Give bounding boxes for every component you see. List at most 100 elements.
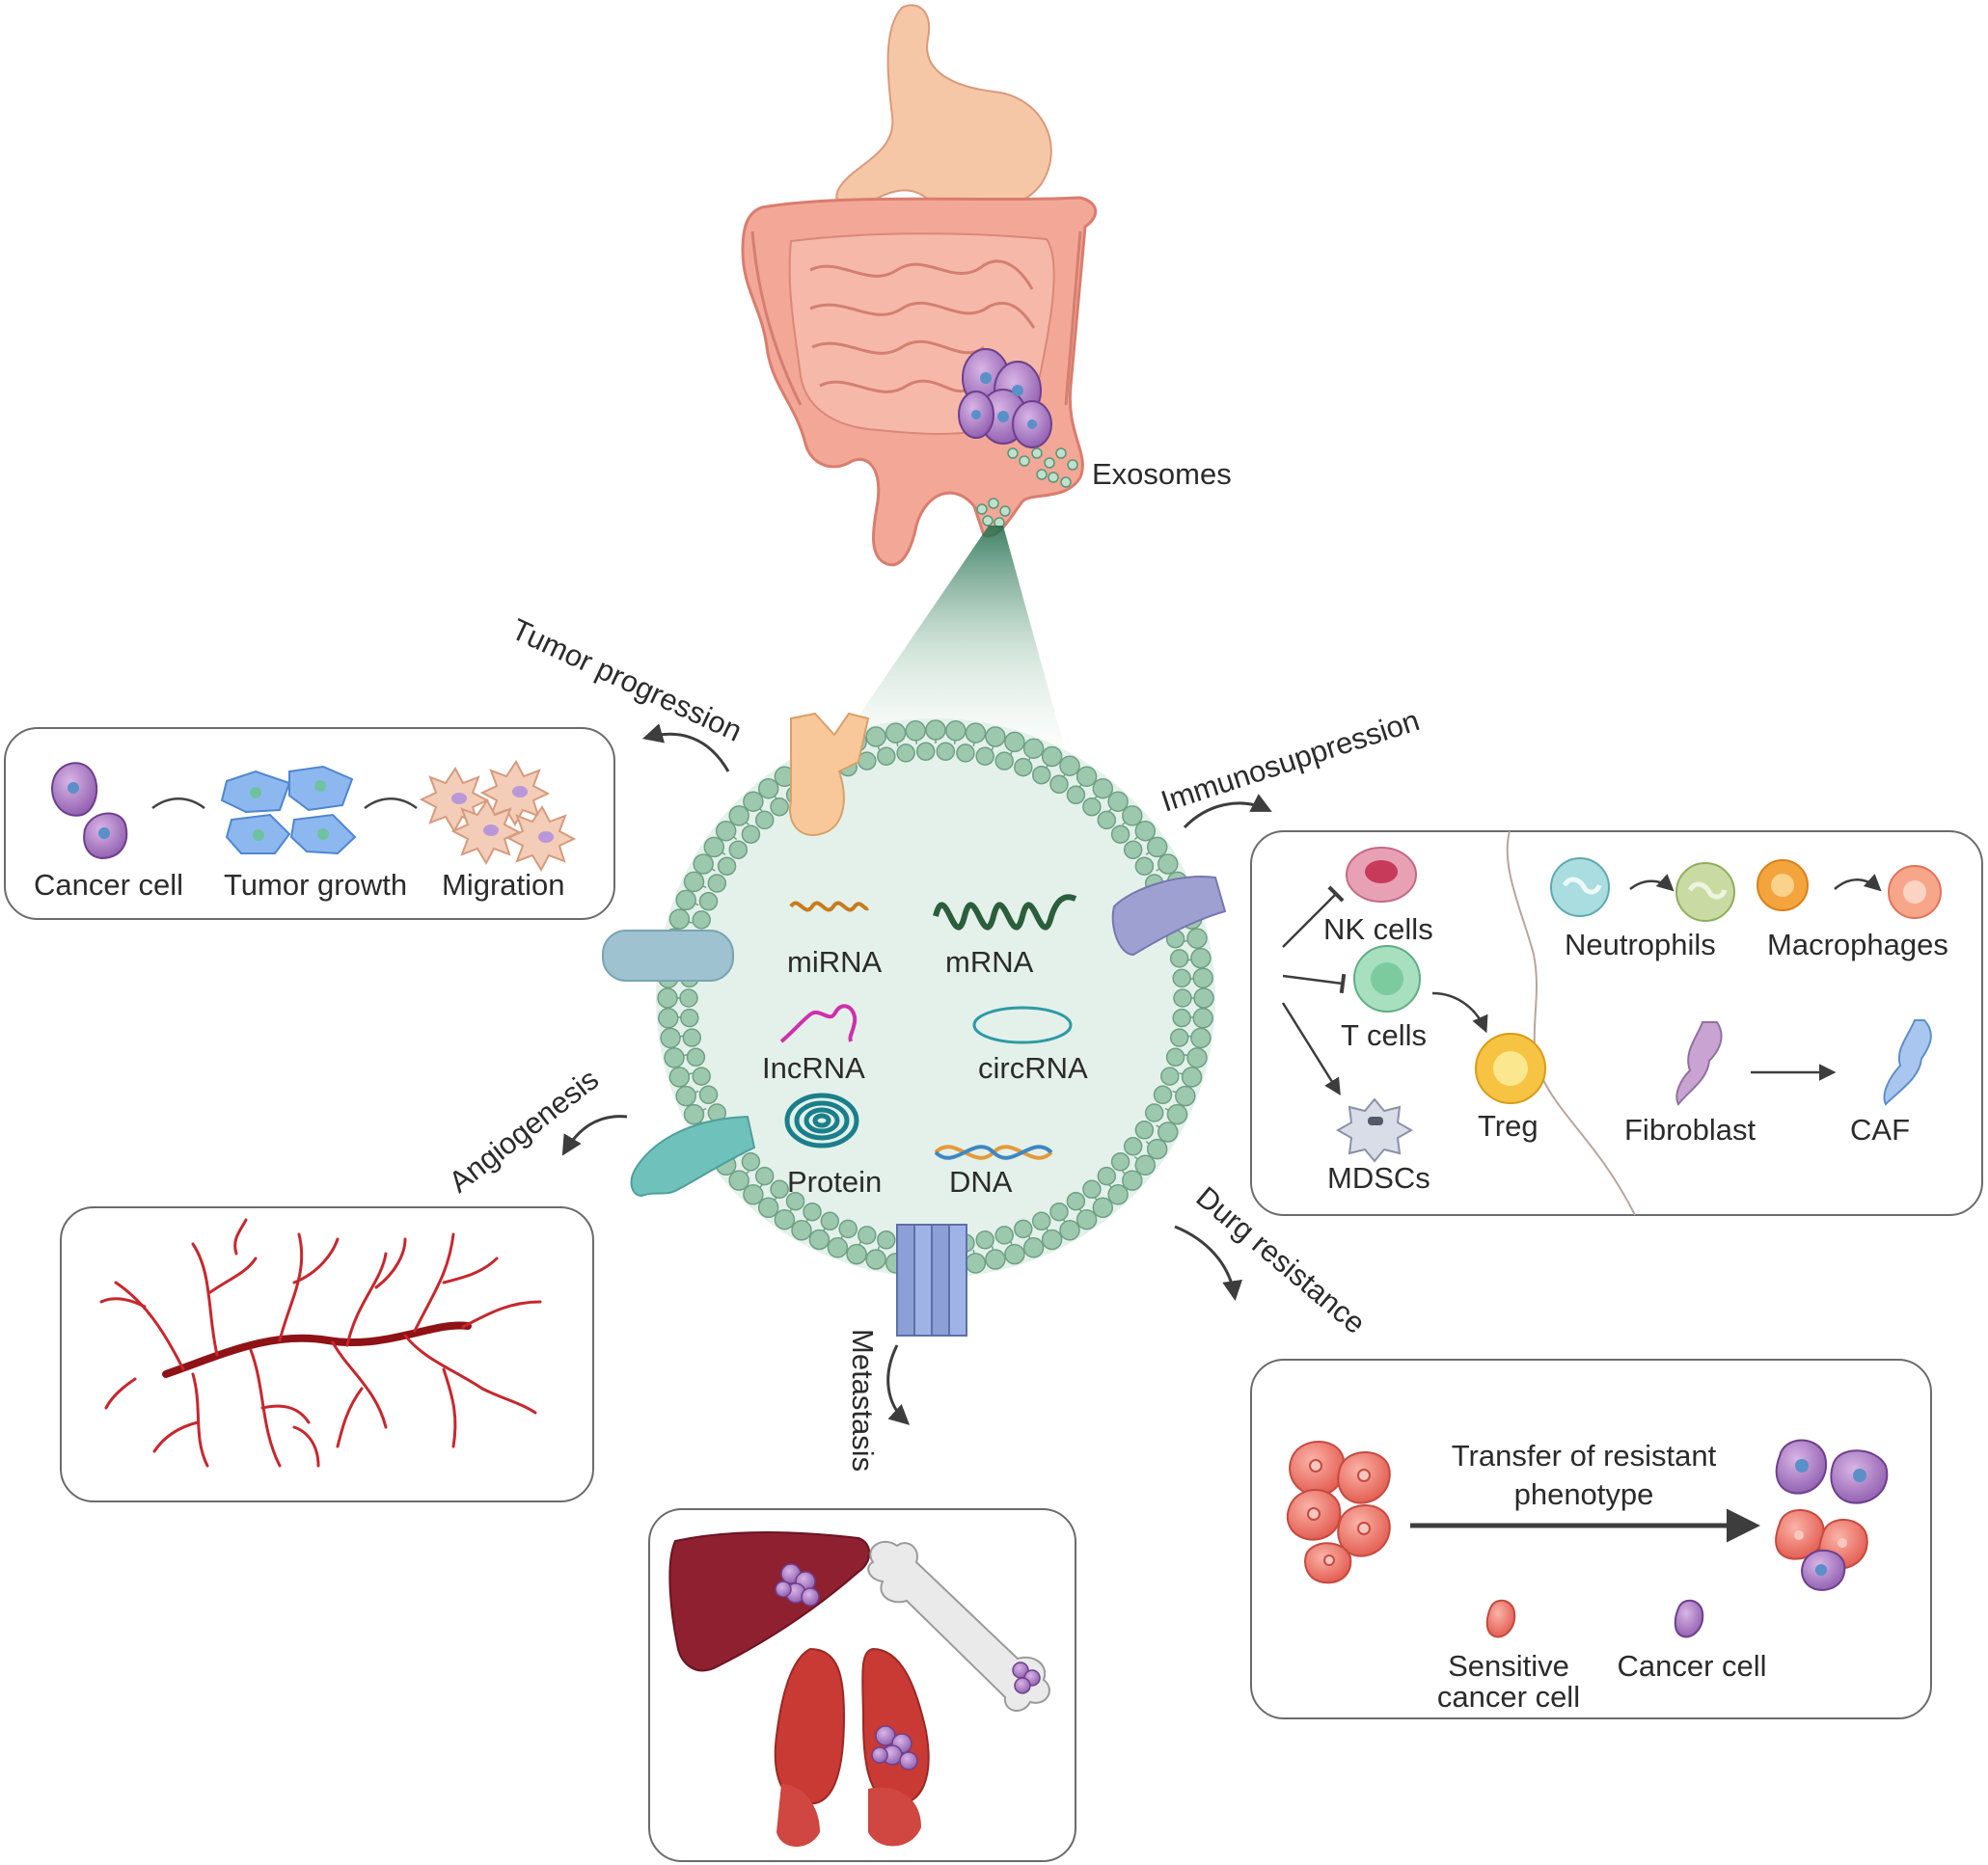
- lipid-head: [682, 1028, 702, 1047]
- lipid-head: [936, 742, 956, 761]
- lipid-head: [1172, 968, 1191, 988]
- transmembrane-channel: [896, 1224, 967, 1337]
- lipid-tail: [1179, 1072, 1184, 1075]
- cargo-circrna-label: circRNA: [978, 1051, 1088, 1085]
- lipid-tail: [683, 1053, 688, 1057]
- lipid-head: [1097, 810, 1117, 830]
- lipid-head: [975, 746, 994, 766]
- migration-label: Migration: [442, 868, 565, 902]
- lipid-head: [728, 1170, 749, 1191]
- lipid-head: [1122, 1170, 1143, 1191]
- resistance-cancer-cell-label: Cancer cell: [1617, 1649, 1766, 1683]
- lipid-head: [680, 1008, 699, 1028]
- membrane-protein-right: [1111, 876, 1227, 957]
- lipid-head: [956, 743, 975, 763]
- lipid-head: [757, 1197, 779, 1219]
- lipid-head: [679, 988, 698, 1008]
- lipid-head: [896, 743, 915, 763]
- lipid-head: [1190, 1027, 1212, 1049]
- lipid-tail: [774, 796, 777, 800]
- lipid-tail: [1108, 807, 1112, 813]
- lipid-head: [877, 1230, 896, 1250]
- lipid-head: [1031, 1211, 1051, 1231]
- circrna-icon: [972, 1006, 1073, 1044]
- macrophage-icon: [1757, 859, 1809, 911]
- transfer-line1-label: Transfer of resistant: [1452, 1439, 1717, 1473]
- lipid-head: [1022, 738, 1045, 759]
- lipid-head: [675, 1085, 696, 1107]
- lipid-tail: [1062, 773, 1066, 778]
- lipid-head: [774, 1208, 796, 1230]
- lipid-tail: [877, 1246, 881, 1251]
- metastasis-tumors: [775, 1563, 1041, 1770]
- cancer-cell-legend-icon: [1674, 1599, 1704, 1638]
- mdsc-icon: [1335, 1097, 1414, 1163]
- lipid-tail: [1164, 1107, 1169, 1111]
- lipid-head: [675, 889, 696, 911]
- lipid-head: [1004, 1243, 1025, 1265]
- lipid-head: [754, 1166, 775, 1186]
- mirna-icon: [789, 901, 869, 912]
- lipid-head: [1123, 1137, 1143, 1156]
- cargo-mirna-label: miRNA: [787, 945, 882, 979]
- lipid-head: [1082, 797, 1102, 817]
- lipid-head: [915, 742, 936, 761]
- lipid-head: [686, 1047, 706, 1068]
- lipid-head: [1181, 1067, 1203, 1088]
- t-cells-label: T cells: [1341, 1018, 1427, 1052]
- macrophages-label: Macrophages: [1767, 928, 1948, 961]
- lipid-head: [1076, 1208, 1098, 1230]
- t-cell-icon: [1353, 945, 1421, 1013]
- activated-macrophage-icon: [1888, 865, 1942, 919]
- lipid-head: [1175, 1085, 1196, 1107]
- treg-label: Treg: [1478, 1109, 1539, 1143]
- protein-icon: [784, 1093, 859, 1149]
- lipid-head: [1192, 967, 1213, 988]
- lipid-head: [692, 910, 711, 930]
- lipid-head: [1110, 1152, 1130, 1172]
- lipid-head: [1092, 1197, 1114, 1219]
- lipid-head: [1146, 836, 1168, 858]
- panel-divider: [1506, 830, 1636, 1216]
- lipid-head: [715, 820, 737, 842]
- sensitive-line2-label: cancer cell: [1437, 1680, 1580, 1714]
- lipid-head: [1169, 949, 1189, 968]
- lipid-tail: [1156, 1124, 1160, 1128]
- connector-2: [364, 797, 418, 810]
- treg-activate-line: [1431, 991, 1488, 1034]
- lncrna-icon: [779, 1004, 858, 1043]
- lipid-head: [741, 824, 761, 844]
- lipid-head: [668, 1067, 691, 1088]
- lipid-tail: [1156, 868, 1160, 872]
- immunosuppression-arrow: [1183, 794, 1272, 829]
- lipid-head: [1153, 1085, 1173, 1105]
- lipid-tail: [991, 1246, 994, 1251]
- metastasis-arrow: [886, 1344, 911, 1425]
- mrna-icon: [933, 894, 1077, 931]
- t-inhibit-line: [1282, 973, 1347, 994]
- macrophage-arrow: [1834, 874, 1882, 892]
- lipid-head: [925, 719, 946, 741]
- lipid-head: [858, 1226, 877, 1245]
- lipid-head: [1134, 1154, 1157, 1176]
- lipid-tail: [840, 1234, 844, 1239]
- lipid-head: [728, 805, 749, 826]
- lipid-head: [1014, 757, 1033, 777]
- lipid-head: [1157, 853, 1179, 875]
- lipid-head: [865, 726, 886, 747]
- membrane-protein-lower-left: [630, 1115, 756, 1198]
- lipid-head: [1041, 1229, 1063, 1251]
- lipid-tail: [877, 745, 881, 750]
- colon-tumor-cluster: [958, 348, 1052, 448]
- lipid-head: [1066, 785, 1086, 805]
- lipid-head: [1059, 1220, 1080, 1241]
- lipid-tail: [1121, 822, 1127, 825]
- lipid-head: [1097, 1166, 1117, 1186]
- tumor-progression-panel: Cancer cell Tumor growth Migration: [4, 727, 615, 920]
- lipid-tail: [805, 1218, 809, 1223]
- lipid-tail: [1184, 1053, 1188, 1057]
- lipid-tail: [1010, 1241, 1013, 1246]
- lipid-tail: [1133, 836, 1138, 840]
- lipid-head: [693, 853, 714, 875]
